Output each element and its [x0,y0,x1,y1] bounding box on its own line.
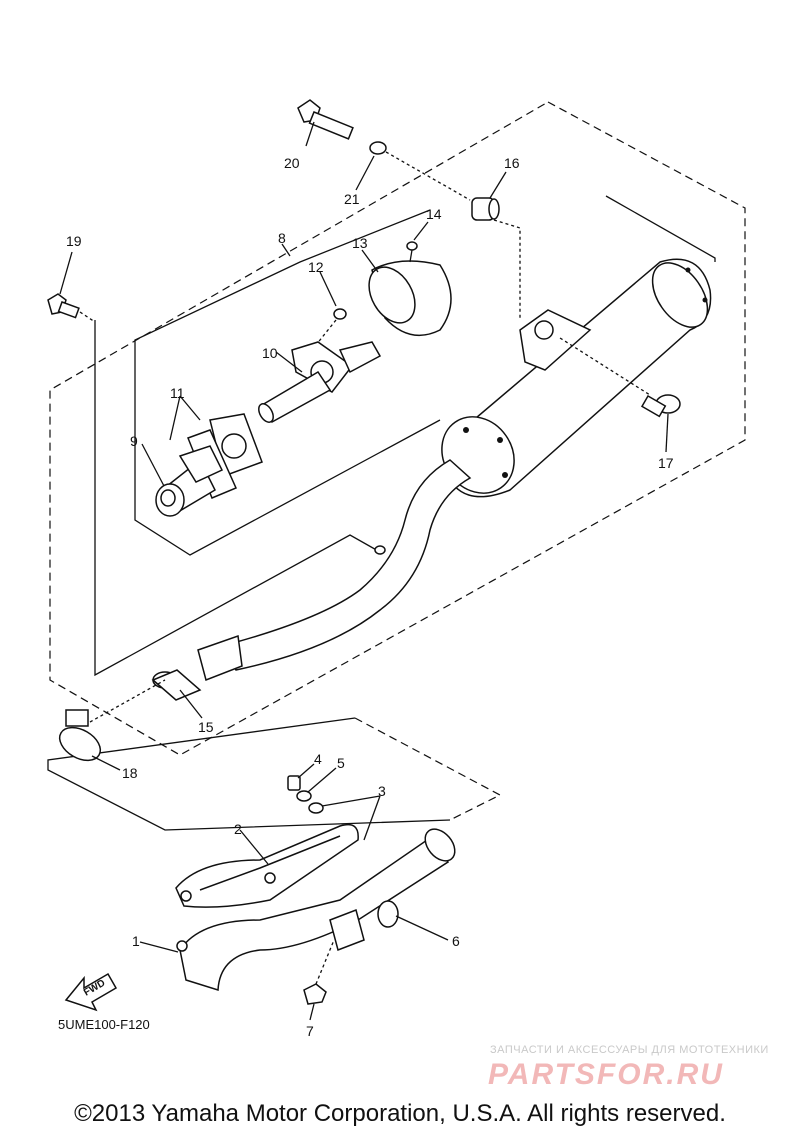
bolt-20 [297,99,354,140]
callout-8: 8 [278,230,286,246]
damper-16 [471,197,500,221]
callout-12: 12 [308,259,324,275]
clamp-18 [58,709,102,762]
callout-5: 5 [337,755,345,771]
callout-11: 11 [170,385,185,401]
exploded-parts-diagram: FWD 1 2 3 4 5 6 7 8 9 10 11 12 13 14 15 … [47,99,746,1039]
washer-3 [308,802,324,814]
nut-7-alignment [315,939,335,985]
watermark-logo: PARTSFOR.RU [488,1058,724,1091]
leader-lines [59,121,669,1021]
washer-5 [296,790,312,802]
callout-20: 20 [284,155,300,171]
inner-pipe-10 [258,341,382,424]
callout-1: 1 [132,933,140,949]
header-group-frame [47,717,451,831]
muffler-pipe [197,459,472,682]
forward-direction-arrow: FWD [64,972,118,1012]
end-cap-13 [368,260,452,337]
callout-2: 2 [234,821,242,837]
callout-9: 9 [130,433,138,449]
end-cap-group-frame [134,209,441,556]
header-group-boundary [354,717,502,821]
clamp-18-alignment [89,679,166,723]
nut-7 [303,983,327,1005]
callout-7: 7 [306,1023,314,1039]
header-pipe-1 [176,828,456,992]
callout-15: 15 [198,719,214,735]
callout-17: 17 [658,455,674,471]
screw-14 [406,241,418,263]
heat-guard-2 [175,823,359,908]
silencer-group-frame [605,195,716,262]
callout-19: 19 [66,233,82,249]
callout-13: 13 [352,235,368,251]
bolt-12 [333,308,347,320]
callout-6: 6 [452,933,460,949]
spark-arrester-9 [155,445,224,517]
callout-21: 21 [344,191,360,207]
watermark-tagline: ЗАПЧАСТИ И АКСЕССУАРЫ ДЛЯ МОТОТЕХНИКИ [490,1044,769,1056]
bolt-19 [47,293,80,319]
callout-18: 18 [122,765,138,781]
muffler-assembly-boundary [49,101,746,756]
washer-21-alignment [385,151,471,201]
gasket-6 [377,900,399,928]
callout-4: 4 [314,751,322,767]
bolt-17 [640,394,681,418]
silencer-body [441,258,712,498]
bolt-4 [287,775,301,791]
callout-14: 14 [426,206,442,222]
bolt-19-alignment [79,311,96,323]
bolt-12-alignment [315,319,337,346]
joint-ring-15 [151,669,202,701]
callout-3: 3 [378,783,386,799]
callout-16: 16 [504,155,520,171]
pipe-group-frame [94,320,381,677]
washer-21 [369,141,387,155]
silencer-bracket [519,309,592,371]
copyright-notice: ©2013 Yamaha Motor Corporation, U.S.A. A… [74,1100,726,1127]
damper-16-alignment [493,219,521,318]
diagram-code: 5UME100-F120 [58,1017,150,1032]
callout-10: 10 [262,345,278,361]
